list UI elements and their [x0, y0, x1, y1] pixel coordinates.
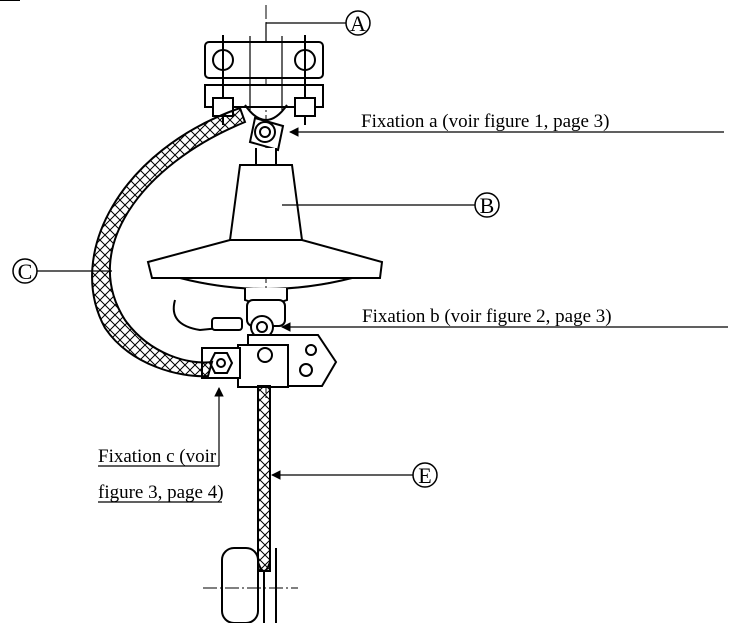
svg-text:E: E — [418, 463, 431, 488]
rod-e — [203, 385, 298, 623]
fixation-b-callout: Fixation b (voir figure 2, page 3) — [281, 306, 728, 332]
fixation-a-label: Fixation a (voir figure 1, page 3) — [361, 111, 610, 132]
svg-text:B: B — [480, 193, 495, 218]
fixation-c-label-line1: Fixation c (voir — [98, 446, 217, 467]
clamp-a — [204, 35, 324, 125]
braided-cable-c — [91, 106, 247, 378]
callout-b: B — [282, 192, 500, 218]
fixation-b-label: Fixation b (voir figure 2, page 3) — [362, 306, 612, 327]
fixation-a-link — [248, 116, 285, 175]
bracket-plate — [201, 334, 338, 388]
callout-e: E — [271, 462, 438, 488]
fixation-a-callout: Fixation a (voir figure 1, page 3) — [289, 111, 724, 137]
svg-text:C: C — [18, 259, 33, 284]
callout-a: A — [265, 10, 371, 42]
fixation-c-callout: Fixation c (voir figure 3, page 4) — [98, 387, 224, 503]
fixation-b-eye — [172, 299, 286, 339]
callout-c: C — [12, 258, 112, 284]
svg-text:A: A — [350, 11, 366, 36]
insulator-b — [146, 164, 384, 305]
fixation-c-label-line2: figure 3, page 4) — [98, 482, 224, 503]
